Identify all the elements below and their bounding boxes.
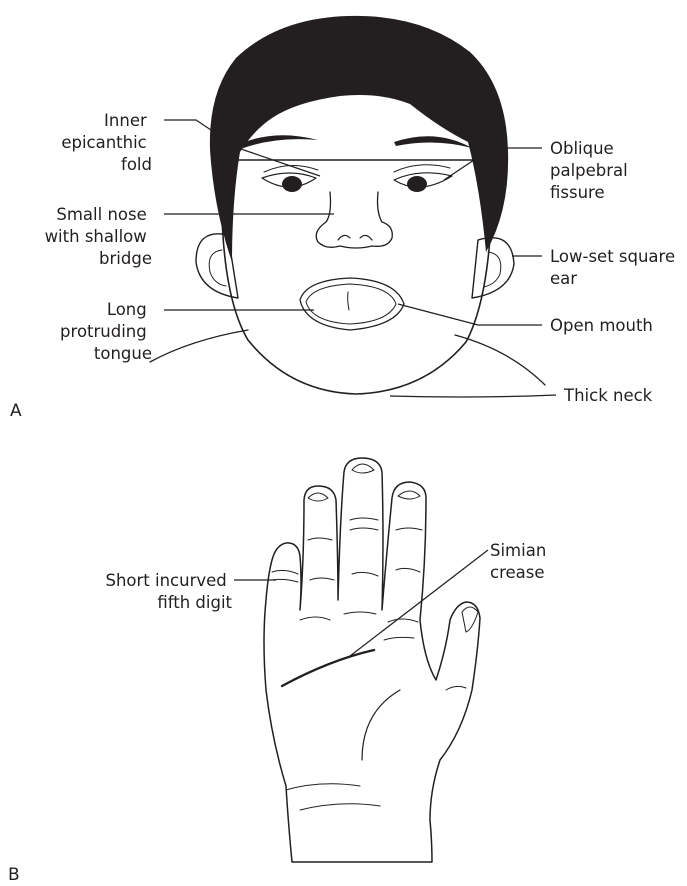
index-finger-nail xyxy=(308,493,328,501)
right-iris xyxy=(407,176,427,192)
leader-open-mouth xyxy=(398,304,542,325)
label-thick-neck: Thick neck xyxy=(563,386,653,405)
leader-thick-neck xyxy=(390,395,556,397)
thumb-nail xyxy=(462,607,478,632)
thenar-crease xyxy=(362,690,400,760)
hand-illustration xyxy=(264,458,480,862)
label-line: fissure xyxy=(550,183,605,202)
label-line: tongue xyxy=(94,344,152,363)
label-line: Thick neck xyxy=(563,386,653,405)
label-line: Oblique xyxy=(550,139,614,158)
label-small-nose: Small nose with shallow bridge xyxy=(45,205,152,268)
label-line: protruding xyxy=(60,322,147,341)
label-line: Short incurved xyxy=(105,571,226,590)
label-line: bridge xyxy=(99,249,152,268)
right-eyelid-fold xyxy=(394,165,450,172)
label-open-mouth: Open mouth xyxy=(550,316,653,335)
face-labels: Inner epicanthic fold Small nose with sh… xyxy=(45,111,681,405)
hand-leader-lines xyxy=(234,550,488,656)
ring-finger-nail xyxy=(398,491,420,499)
nose xyxy=(316,192,392,248)
right-ear xyxy=(472,238,514,298)
right-nostril xyxy=(360,235,372,240)
label-inner-epicanthic-fold: Inner epicanthic fold xyxy=(61,111,152,174)
panel-label-a: A xyxy=(10,401,22,421)
label-line: palpebral xyxy=(550,161,628,180)
tongue-groove xyxy=(348,292,349,310)
label-line: Small nose xyxy=(56,205,146,224)
label-line: fold xyxy=(121,155,152,174)
face-illustration xyxy=(150,16,545,394)
hand-labels: Short incurved fifth digit Simian crease xyxy=(105,541,551,612)
label-line: Simian xyxy=(490,541,546,560)
label-line: Open mouth xyxy=(550,316,653,335)
tongue xyxy=(306,284,396,324)
left-shoulder-line xyxy=(150,330,248,362)
label-short-fifth-digit: Short incurved fifth digit xyxy=(105,571,232,612)
label-long-tongue: Long protruding tongue xyxy=(60,300,152,363)
label-line: epicanthic xyxy=(61,133,146,152)
label-line: ear xyxy=(550,269,577,288)
label-line: crease xyxy=(490,563,545,582)
right-eyebrow xyxy=(394,136,472,148)
simian-crease-line xyxy=(282,650,374,686)
open-mouth xyxy=(300,278,404,330)
label-line: with shallow xyxy=(45,227,147,246)
label-simian-crease: Simian crease xyxy=(490,541,552,582)
middle-finger-nail xyxy=(352,464,374,473)
label-line: fifth digit xyxy=(157,593,232,612)
label-line: Low-set square xyxy=(550,247,675,266)
label-oblique-fissure: Oblique palpebral fissure xyxy=(550,139,633,202)
left-nostril xyxy=(338,235,350,240)
label-line: Inner xyxy=(104,111,147,130)
leader-simian-crease xyxy=(350,550,488,656)
left-iris xyxy=(282,176,302,192)
label-line: Long xyxy=(107,300,147,319)
label-low-set-ear: Low-set square ear xyxy=(550,247,680,288)
panel-label-b: B xyxy=(8,865,20,885)
face-outline xyxy=(222,160,493,394)
right-shoulder-line xyxy=(455,335,545,385)
left-ear-inner xyxy=(209,250,226,286)
palm-crease-upper xyxy=(384,637,414,640)
